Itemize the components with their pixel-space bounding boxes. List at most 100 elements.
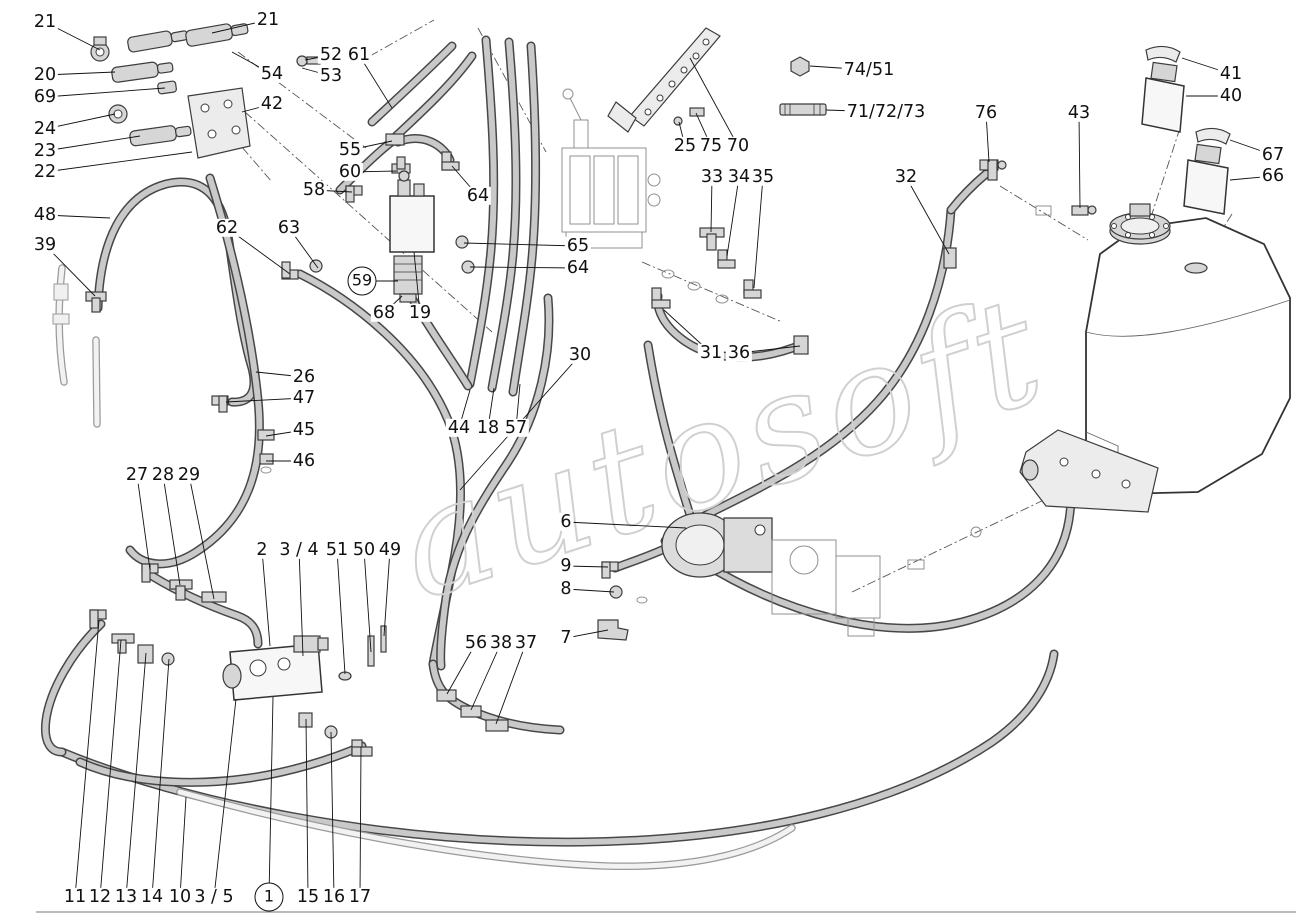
part-ref: 56	[462, 632, 490, 653]
part-ref: 12	[86, 886, 114, 907]
part-ref: 10	[166, 886, 194, 907]
bolt-25	[673, 116, 683, 126]
part-ref: 55	[336, 139, 364, 160]
leader-line	[305, 718, 309, 898]
couplers-56-38-37	[436, 689, 509, 732]
part-ref: 43	[1065, 102, 1093, 123]
part-ref: 7	[558, 627, 574, 648]
leader-line	[99, 639, 122, 898]
leader-line	[213, 698, 237, 898]
part-ref: 29	[175, 464, 203, 485]
part-ref: 25	[671, 135, 699, 156]
leader-line	[463, 242, 579, 247]
part-ref: 17	[346, 886, 374, 907]
leader-line	[469, 266, 579, 269]
leader-line	[179, 796, 187, 898]
part-ref: 69	[31, 86, 59, 107]
part-ref: 14	[138, 886, 166, 907]
fastener-74-51	[790, 56, 810, 77]
elbow-31	[651, 287, 671, 309]
part-ref: 54	[258, 63, 286, 84]
part-ref: 22	[31, 161, 59, 182]
stud-49	[380, 625, 387, 653]
clip-67	[1195, 127, 1231, 145]
part-ref: 32	[892, 166, 920, 187]
part-ref: 57	[502, 417, 530, 438]
part-ref: 24	[31, 118, 59, 139]
part-ref: 35	[749, 166, 777, 187]
leader-line	[44, 87, 166, 98]
leader-line	[188, 474, 215, 600]
part-ref: 58	[300, 179, 328, 200]
part-ref: 71/72/73	[844, 101, 928, 122]
part-ref: 9	[558, 555, 574, 576]
part-ref: 20	[31, 64, 59, 85]
part-ref: 60	[336, 161, 364, 182]
part-ref: 41	[1217, 63, 1245, 84]
part-ref: 37	[512, 632, 540, 653]
leader-line	[905, 176, 950, 255]
part-ref-circled: 1	[254, 882, 284, 912]
part-ref: 70	[724, 135, 752, 156]
leader-line	[726, 176, 740, 257]
leader-line	[268, 696, 274, 898]
solenoid-valve-19	[389, 170, 435, 303]
part-ref: 16	[320, 886, 348, 907]
leader-line	[336, 549, 346, 675]
part-ref: 2	[254, 539, 270, 560]
part-ref: 8	[558, 578, 574, 599]
part-ref: 19	[406, 302, 434, 323]
part-ref: 15	[294, 886, 322, 907]
part-ref: 44	[445, 417, 473, 438]
leader-line	[162, 474, 181, 586]
leader-line	[413, 251, 421, 314]
part-ref: 67	[1259, 144, 1287, 165]
leader-line	[136, 474, 151, 571]
leader-line	[470, 642, 502, 711]
part-ref: 45	[290, 419, 318, 440]
part-ref: 34	[725, 166, 753, 187]
part-ref: 21	[254, 9, 282, 30]
clip-41	[1145, 45, 1181, 63]
mounting-bar-70	[607, 27, 721, 133]
breather	[1184, 262, 1208, 274]
o-rings	[661, 205, 1052, 570]
part-ref: 3 / 5	[192, 886, 236, 907]
part-ref: 51	[323, 539, 351, 560]
phantom-parts-left	[52, 264, 101, 428]
misc-fittings	[85, 247, 957, 474]
part-ref: 47	[290, 387, 318, 408]
leader-line	[44, 135, 141, 152]
part-ref: 68	[370, 302, 398, 323]
pump-assembly	[771, 539, 881, 637]
leader-line	[359, 746, 362, 898]
leader-line	[495, 642, 527, 725]
filter-40	[1141, 45, 1185, 133]
coupler-cluster	[90, 23, 251, 159]
part-ref: 75	[697, 135, 725, 156]
part-ref: 48	[31, 204, 59, 225]
part-ref: 31	[697, 342, 725, 363]
part-ref: 50	[350, 539, 378, 560]
part-ref: 66	[1259, 165, 1287, 186]
leader-line	[44, 151, 193, 173]
hose-end-36	[793, 335, 809, 355]
tank-bracket	[1019, 429, 1159, 513]
leader-line	[689, 57, 739, 147]
part-ref: 64	[464, 185, 492, 206]
part-ref: 76	[972, 102, 1000, 123]
part-ref: 52	[317, 44, 345, 65]
filter-66	[1183, 127, 1231, 215]
leader-line	[125, 652, 147, 898]
leader-line	[261, 549, 271, 647]
leader-line	[330, 731, 335, 898]
oil-cooler-6	[661, 512, 773, 578]
part-ref: 3 / 4	[277, 539, 321, 560]
part-ref: 40	[1217, 85, 1245, 106]
leader-line	[1078, 112, 1081, 209]
part-ref: 30	[566, 344, 594, 365]
leader-line	[151, 658, 170, 898]
part-ref: 46	[290, 450, 318, 471]
control-valve	[561, 88, 661, 249]
